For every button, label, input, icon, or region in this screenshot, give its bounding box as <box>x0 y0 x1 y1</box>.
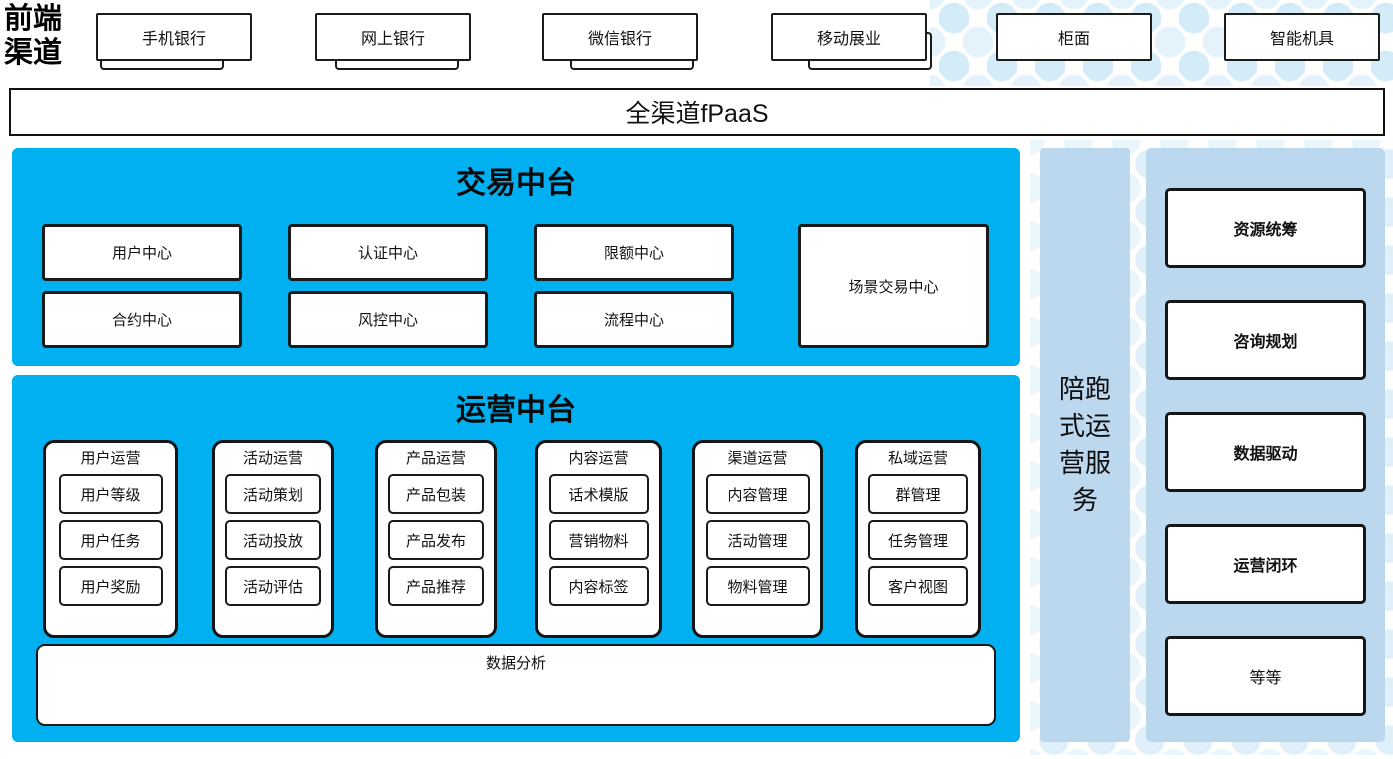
ops-column: 内容运营话术模版营销物料内容标签 <box>535 440 662 638</box>
ops-item[interactable]: 活动评估 <box>225 566 321 606</box>
trade-center-box[interactable]: 流程中心 <box>534 291 734 348</box>
channel-box[interactable]: 移动展业 <box>771 13 927 61</box>
ops-column-title: 活动运营 <box>242 450 303 467</box>
trade-center-box[interactable]: 风控中心 <box>288 291 488 348</box>
value-item[interactable]: 咨询规划 <box>1165 300 1366 380</box>
channel-box[interactable]: 微信银行 <box>542 13 698 61</box>
fpaas-bar[interactable]: 全渠道fPaaS <box>9 88 1385 136</box>
trade-center-box[interactable]: 场景交易中心 <box>798 224 989 348</box>
ops-center-title: 运营中台 <box>456 394 576 427</box>
ops-item[interactable]: 产品发布 <box>388 520 484 560</box>
channel-box[interactable]: 网上银行 <box>315 13 471 61</box>
ops-item[interactable]: 活动策划 <box>225 474 321 514</box>
ops-column: 用户运营用户等级用户任务用户奖励 <box>43 440 178 638</box>
data-analysis-title: 数据分析 <box>485 655 546 672</box>
trade-center-box[interactable]: 合约中心 <box>42 291 242 348</box>
value-item[interactable]: 运营闭环 <box>1165 524 1366 604</box>
ops-column: 私域运营群管理任务管理客户视图 <box>855 440 981 638</box>
value-column: 资源统筹咨询规划数据驱动运营闭环等等 <box>1146 148 1385 742</box>
ops-column-title: 内容运营 <box>568 450 629 467</box>
ops-column: 活动运营活动策划活动投放活动评估 <box>212 440 334 638</box>
trade-center-box[interactable]: 用户中心 <box>42 224 242 281</box>
value-item[interactable]: 资源统筹 <box>1165 188 1366 268</box>
ops-column: 渠道运营内容管理活动管理物料管理 <box>692 440 823 638</box>
channel-box[interactable]: 柜面 <box>996 13 1152 61</box>
ops-item[interactable]: 内容标签 <box>548 566 649 606</box>
ops-item[interactable]: 任务管理 <box>868 520 968 560</box>
value-item[interactable]: 等等 <box>1165 636 1366 716</box>
service-column-label: 陪跑式运营服务 <box>1058 374 1111 515</box>
value-item[interactable]: 数据驱动 <box>1165 412 1366 492</box>
ops-item[interactable]: 用户奖励 <box>58 566 163 606</box>
ops-item[interactable]: 话术模版 <box>548 474 649 514</box>
ops-item[interactable]: 用户等级 <box>58 474 163 514</box>
ops-item[interactable]: 内容管理 <box>705 474 810 514</box>
ops-item[interactable]: 物料管理 <box>705 566 810 606</box>
ops-item[interactable]: 客户视图 <box>868 566 968 606</box>
ops-item[interactable]: 产品推荐 <box>388 566 484 606</box>
channel-box[interactable]: 智能机具 <box>1224 13 1380 61</box>
ops-item[interactable]: 产品包装 <box>388 474 484 514</box>
trade-center-box[interactable]: 认证中心 <box>288 224 488 281</box>
ops-item[interactable]: 群管理 <box>868 474 968 514</box>
ops-column: 产品运营产品包装产品发布产品推荐 <box>375 440 497 638</box>
ops-column-title: 渠道运营 <box>727 450 788 467</box>
trade-center-title: 交易中台 <box>456 167 576 200</box>
service-column: 陪跑式运营服务 <box>1040 148 1130 742</box>
ops-item[interactable]: 活动管理 <box>705 520 810 560</box>
ops-column-title: 产品运营 <box>405 450 466 467</box>
ops-column-title: 私域运营 <box>887 450 948 467</box>
ops-item[interactable]: 用户任务 <box>58 520 163 560</box>
trade-center-box[interactable]: 限额中心 <box>534 224 734 281</box>
ops-column-title: 用户运营 <box>80 450 141 467</box>
ops-item[interactable]: 活动投放 <box>225 520 321 560</box>
data-analysis-box: 数据分析 <box>36 644 996 726</box>
ops-item[interactable]: 营销物料 <box>548 520 649 560</box>
channel-box[interactable]: 手机银行 <box>96 13 252 61</box>
front-channel-label: 前端渠道 <box>4 3 63 69</box>
